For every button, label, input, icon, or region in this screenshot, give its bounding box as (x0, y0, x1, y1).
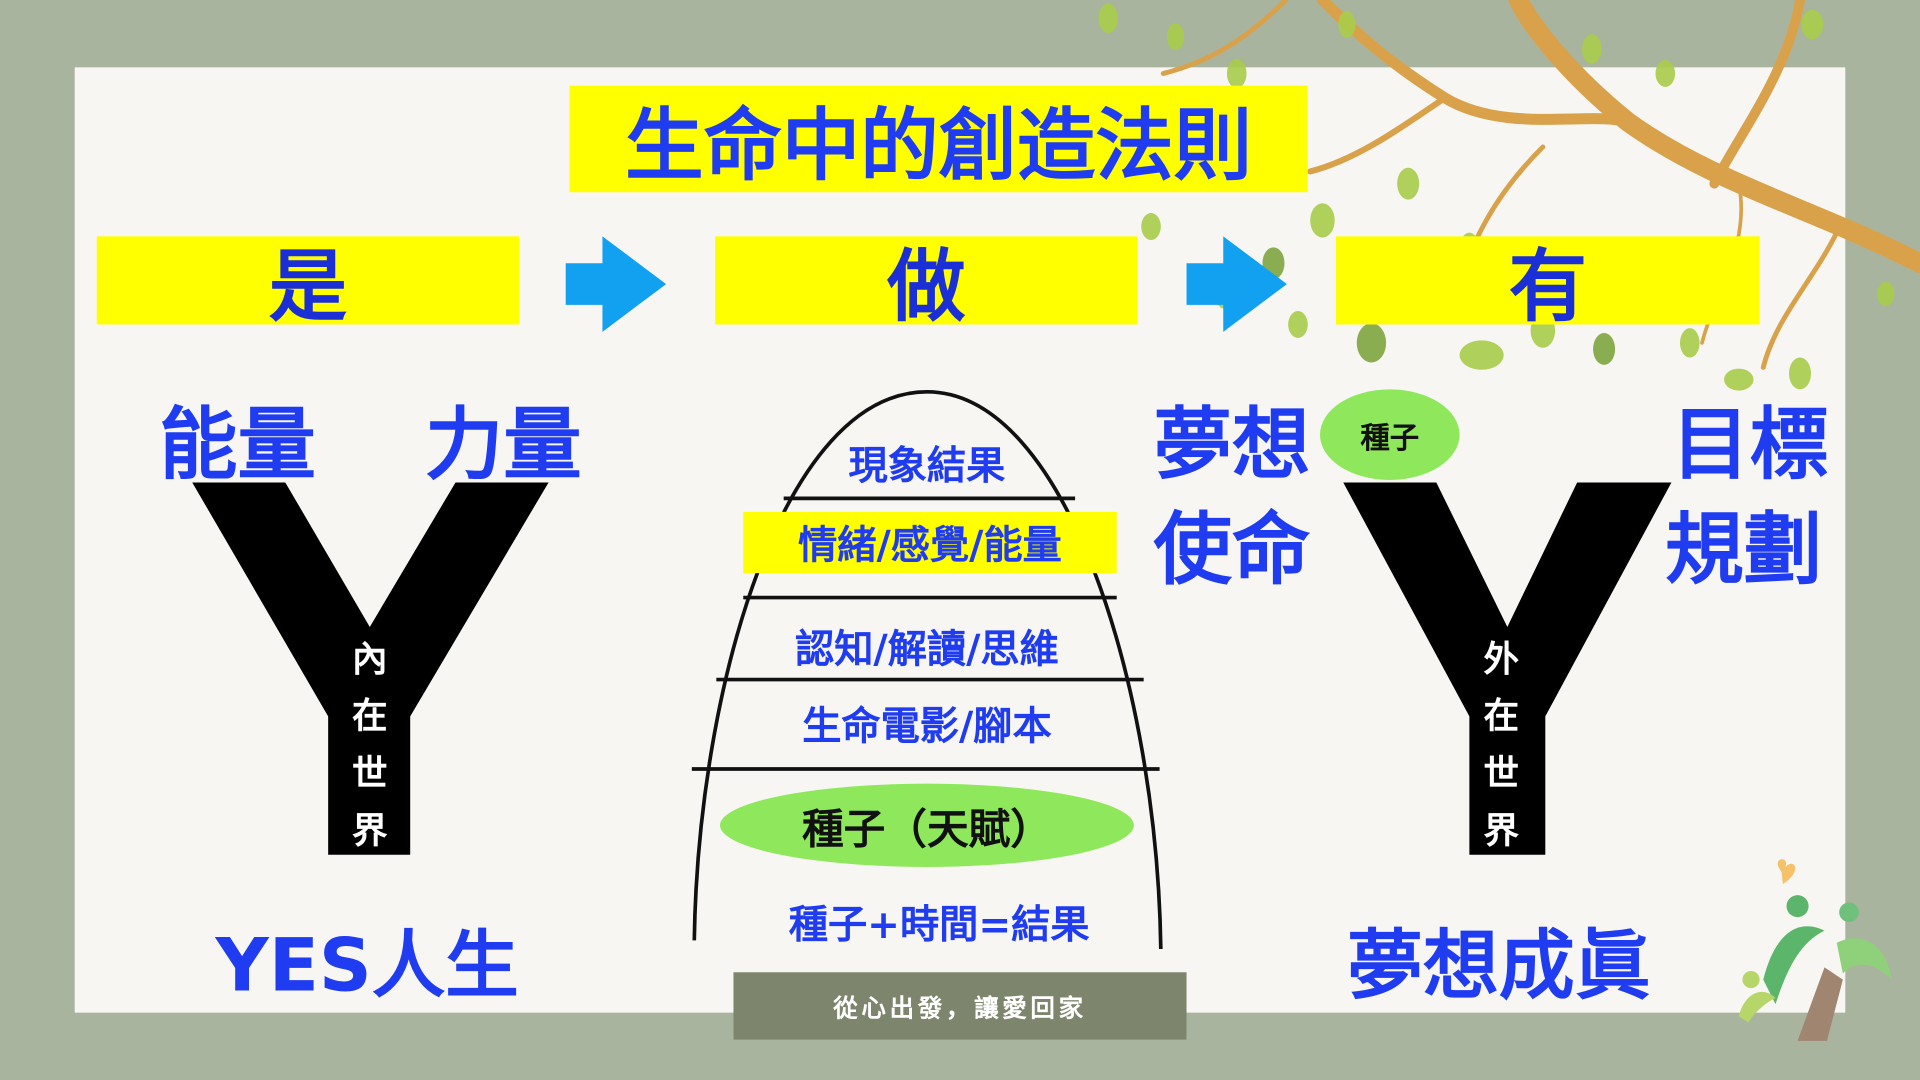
layer-script: 生命電影/腳本 (802, 702, 1052, 750)
yes-life-label: YES人生 (215, 923, 519, 1009)
y-shape-right (1343, 482, 1672, 855)
planning-label: 規劃 (1665, 505, 1823, 597)
layer-results: 現象結果 (848, 442, 1006, 489)
stem-char: 世 (352, 751, 388, 794)
stem-char: 世 (1483, 751, 1519, 794)
y-shape-left (192, 482, 549, 855)
arrow-right-icon (565, 236, 667, 332)
layer-cognition: 認知/解讀/思維 (795, 625, 1059, 673)
energy-label: 能量 (159, 400, 316, 492)
seed-ellipse: 種子 (1320, 389, 1460, 481)
stage-be: 是 (96, 236, 520, 333)
stage-have: 有 (1335, 236, 1760, 333)
stem-char: 界 (1483, 809, 1519, 852)
seed-talent-ellipse: 種子（天賦） (720, 783, 1134, 867)
footer-banner: 從心出發，讓愛回家 (733, 972, 1187, 1040)
mission-label: 使命 (1153, 505, 1311, 597)
stem-char: 在 (1483, 694, 1519, 736)
power-label: 力量 (424, 400, 582, 492)
arrow-right-icon (1186, 236, 1287, 332)
logo-icon (1738, 859, 1892, 1041)
stem-char: 內 (352, 637, 388, 680)
layer-emotion: 情緒/感覺/能量 (743, 511, 1117, 574)
stem-char: 界 (352, 809, 388, 852)
stem-char: 在 (352, 694, 388, 736)
formula-label: 種子+時間=結果 (788, 901, 1090, 948)
main-title: 生命中的創造法則 (569, 85, 1308, 193)
stem-char: 外 (1483, 637, 1519, 680)
dream-label: 夢想 (1153, 400, 1311, 492)
stage-do: 做 (715, 236, 1138, 333)
goal-label: 目標 (1671, 400, 1829, 492)
dream-come-true-label: 夢想成眞 (1346, 920, 1651, 1011)
